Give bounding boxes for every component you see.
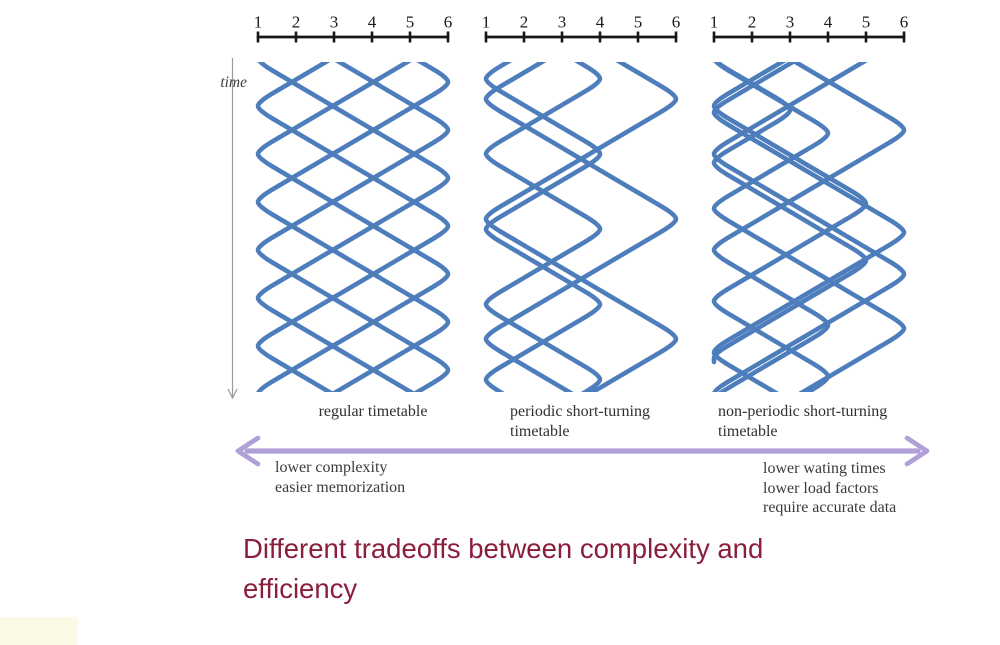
slide-title: Different tradeoffs between complexity a…	[243, 529, 923, 608]
train-trajectory	[483, 62, 679, 392]
corner-highlight	[0, 617, 78, 645]
left-label-line-1: lower complexity	[275, 459, 388, 476]
train-trajectory	[255, 62, 451, 392]
time-arrow	[227, 58, 238, 400]
train-trajectory	[711, 62, 869, 392]
station-tick-label: 5	[406, 13, 415, 32]
train-trajectory	[255, 62, 451, 392]
time-axis-label: time	[220, 74, 247, 91]
station-tick-label: 3	[786, 13, 795, 32]
train-trajectory	[711, 62, 869, 365]
station-tick-label: 5	[862, 13, 871, 32]
slide-title-line-1: Different tradeoffs between complexity a…	[243, 533, 764, 564]
station-tick-label: 2	[292, 13, 301, 32]
station-tick-label: 2	[520, 13, 529, 32]
train-trajectory	[255, 62, 451, 392]
station-tick-label: 4	[824, 13, 833, 32]
slide-title-line-2: efficiency	[243, 572, 358, 604]
station-axis-panel-2: 1 2 3 4 5 6	[482, 13, 681, 43]
right-label-line-2: lower load factors	[763, 479, 879, 497]
train-trajectory	[483, 62, 603, 392]
train-trajectory	[483, 62, 679, 392]
station-tick-label: 6	[444, 13, 453, 32]
station-tick-label: 1	[482, 13, 491, 32]
train-lines-panel-2	[483, 62, 679, 392]
tradeoff-spectrum-arrow	[235, 435, 930, 467]
train-trajectory	[711, 62, 907, 392]
tradeoff-right-labels: lower wating times lower load factors re…	[763, 459, 896, 518]
train-trajectory	[255, 62, 451, 392]
train-trajectory	[711, 62, 907, 392]
train-lines-panel-1	[255, 62, 451, 392]
train-trajectory	[255, 62, 451, 392]
station-axis-panel-1: 1 2 3 4 5 6	[254, 13, 453, 43]
panel-caption-regular: regular timetable	[318, 403, 428, 420]
panel-caption-non-periodic-short-turning: non-periodic short-turning timetable	[718, 403, 888, 440]
station-tick-label: 3	[558, 13, 567, 32]
station-tick-label: 6	[672, 13, 681, 32]
right-label-line-3: require accurate data	[763, 499, 897, 516]
train-trajectory	[483, 62, 603, 392]
panel-caption-periodic-short-turning: periodic short-turning timetable	[510, 403, 650, 440]
station-tick-label: 1	[710, 13, 719, 32]
train-lines-panel-3	[711, 62, 907, 392]
station-tick-label: 6	[900, 13, 909, 32]
station-tick-label: 4	[368, 13, 377, 32]
station-tick-label: 1	[254, 13, 263, 32]
station-tick-label: 2	[748, 13, 757, 32]
station-tick-label: 5	[634, 13, 643, 32]
tradeoff-left-labels: lower complexity easier memorization	[275, 458, 405, 497]
station-tick-label: 4	[596, 13, 605, 32]
left-label-line-2: easier memorization	[275, 478, 406, 496]
train-trajectory	[711, 62, 907, 392]
right-label-line-1: lower wating times	[763, 460, 886, 477]
station-tick-label: 3	[330, 13, 339, 32]
station-axis-panel-3: 1 2 3 4 5 6	[710, 13, 909, 43]
